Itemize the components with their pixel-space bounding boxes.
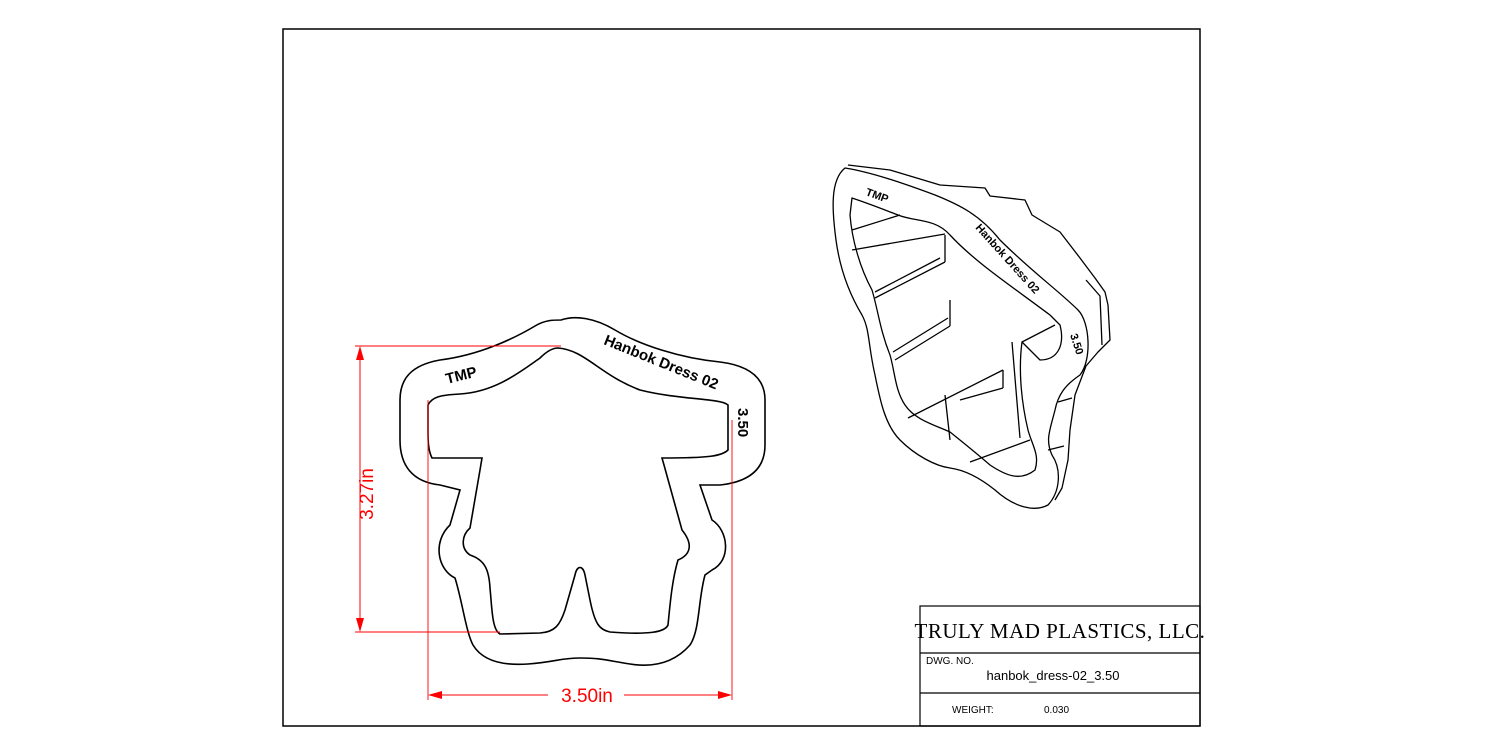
- height-arrow-top: [356, 346, 364, 360]
- iso-size-emboss: 3.50: [1067, 332, 1085, 356]
- sheet-border: [282, 28, 1201, 727]
- cutter-inner-outline: [427, 347, 729, 635]
- weight-value: 0.030: [1044, 705, 1069, 716]
- front-view: TMP Hanbok Dress 02 3.50: [399, 316, 766, 666]
- iso-inner-wall-6: [944, 341, 1021, 441]
- cutter-outer-outline: [399, 316, 766, 666]
- dwg-no-value: hanbok_dress-02_3.50: [987, 668, 1120, 683]
- maker-emboss: TMP: [444, 364, 479, 388]
- iso-inner-wall-3: [892, 300, 951, 361]
- iso-inner-wall-5: [969, 324, 1056, 463]
- iso-outer-contour: [832, 167, 1089, 509]
- weight-label: WEIGHT:: [952, 705, 994, 716]
- iso-inner-wall-4: [907, 369, 1004, 419]
- iso-back-edge: [847, 164, 1111, 501]
- design-name-emboss: Hanbok Dress 02: [602, 332, 721, 393]
- title-block-frame: [919, 605, 1201, 727]
- isometric-view: [832, 164, 1111, 509]
- height-arrow-bottom: [356, 618, 364, 632]
- dwg-no-label: DWG. NO.: [926, 656, 974, 667]
- iso-inner-wall-2: [874, 235, 946, 299]
- dimensions: [355, 345, 733, 700]
- iso-inner-wall-1: [851, 214, 946, 251]
- width-arrow-left: [428, 691, 442, 699]
- width-arrow-right: [718, 691, 732, 699]
- iso-inner-contour: [849, 197, 1063, 477]
- iso-side-step: [1047, 279, 1103, 451]
- iso-design-name-emboss: Hanbok Dress 02: [973, 222, 1042, 296]
- width-dimension-label: 3.50in: [561, 686, 613, 707]
- title-block: [919, 605, 1201, 727]
- height-dimension-label: 3.27in: [357, 468, 378, 520]
- company-name: TRULY MAD PLASTICS, LLC.: [915, 619, 1206, 643]
- size-emboss: 3.50: [734, 408, 751, 437]
